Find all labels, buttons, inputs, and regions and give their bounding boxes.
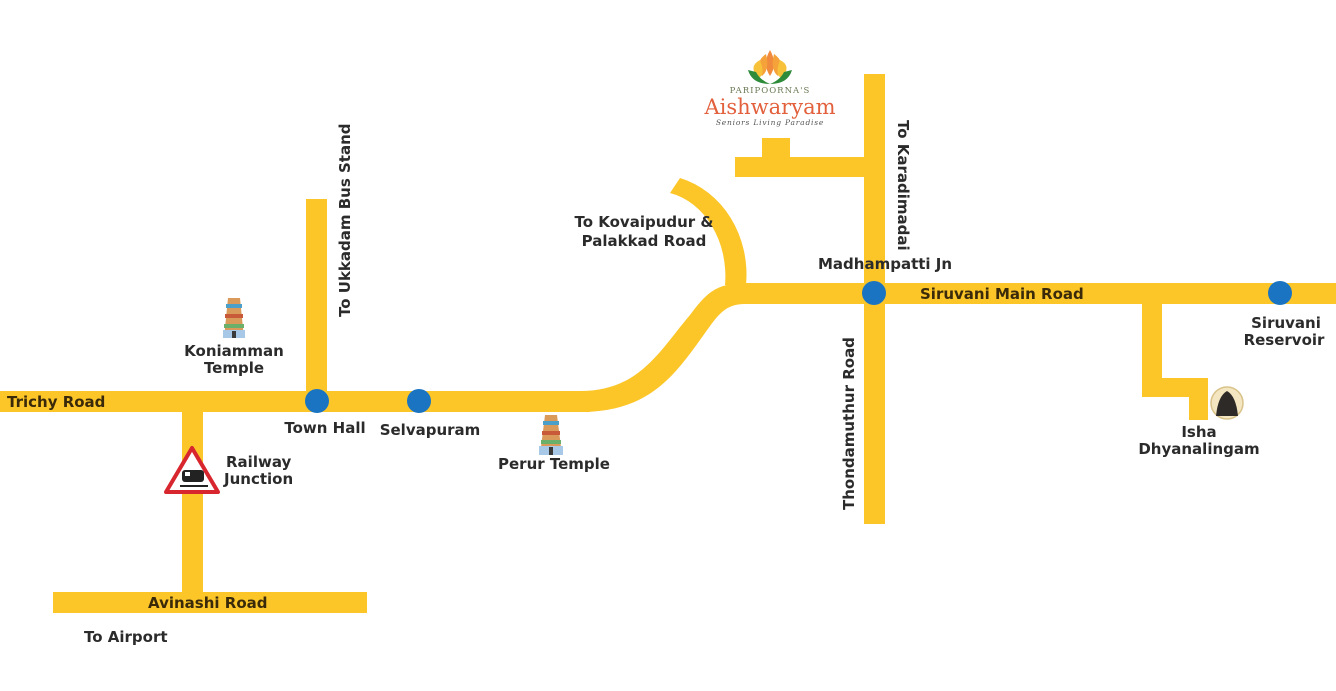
- karadimadai-label: To Karadimadai: [894, 120, 912, 251]
- ukkadam-label: To Ukkadam Bus Stand: [336, 123, 354, 317]
- selvapuram-label: Selvapuram: [379, 421, 481, 439]
- selvapuram-junction-dot: [407, 389, 431, 413]
- town-hall-label: Town Hall: [284, 419, 366, 437]
- brand-name: Aishwaryam: [704, 95, 836, 119]
- madhampatti-junction-dot: [862, 281, 886, 305]
- roads: [0, 74, 1336, 613]
- avinashi-road-label: Avinashi Road: [148, 594, 268, 612]
- logo-stub-road: [762, 138, 790, 160]
- railway-road: [182, 405, 203, 595]
- lotus-logo-icon: [748, 50, 792, 84]
- curve-road: [580, 283, 745, 412]
- koniamman-label-line1: Koniamman: [184, 342, 284, 360]
- koniamman-label-line2: Temple: [203, 359, 265, 377]
- brand-tagline: Seniors Living Paradise: [715, 118, 825, 127]
- perur-temple-icon: [539, 415, 563, 455]
- railway-label-line1: Railway: [226, 453, 292, 471]
- isha-label-line2: Dhyanalingam: [1138, 440, 1260, 458]
- to-airport-label: To Airport: [84, 628, 168, 646]
- siruvani-reservoir-label-line1: Siruvani: [1251, 314, 1321, 332]
- trichy-road-label: Trichy Road: [7, 393, 106, 411]
- isha-label-line1: Isha: [1181, 423, 1217, 441]
- siruvani-main-road-label: Siruvani Main Road: [920, 285, 1084, 303]
- dhyanalingam-icon: [1210, 386, 1244, 420]
- perur-temple-label: Perur Temple: [498, 455, 610, 473]
- siruvani-main-road: [735, 283, 1336, 304]
- avinashi-road: [53, 592, 367, 613]
- kovaipudur-label-line2: Palakkad Road: [581, 232, 707, 250]
- trichy-road: [0, 391, 590, 412]
- siruvani-reservoir-dot: [1268, 281, 1292, 305]
- aishwaryam-logo-text: PARIPOORNA'S Aishwaryam Seniors Living P…: [685, 30, 855, 140]
- logo-access-road: [735, 157, 870, 177]
- brand-prefix: PARIPOORNA'S: [729, 86, 811, 96]
- siruvani-reservoir-label-line2: Reservoir: [1243, 331, 1325, 349]
- railway-crossing-icon: [164, 446, 220, 494]
- town-hall-junction-dot: [305, 389, 329, 413]
- kovaipudur-label-line1: To Kovaipudur &: [574, 213, 714, 231]
- isha-road-vertical: [1142, 295, 1162, 397]
- railway-label-line2: Junction: [224, 470, 294, 488]
- madhampatti-label: Madhampatti Jn: [818, 255, 953, 273]
- isha-road-end: [1189, 378, 1208, 420]
- kovaipudur-road: [670, 178, 747, 285]
- ukkadam-road: [306, 199, 327, 399]
- thondamuthur-label: Thondamuthur Road: [840, 337, 858, 510]
- koniamman-temple-icon: [223, 298, 245, 338]
